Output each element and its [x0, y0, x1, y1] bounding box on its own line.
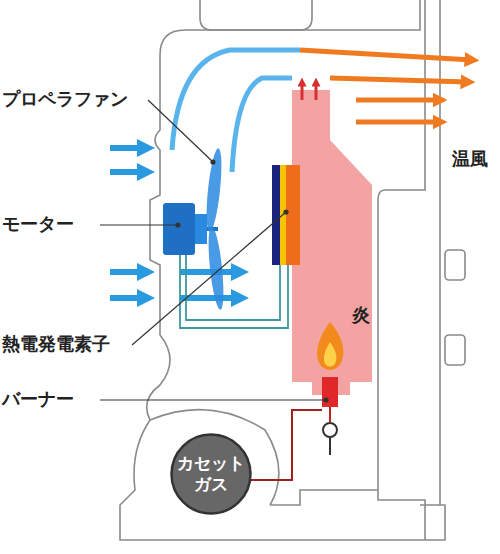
warm-air-arrow	[356, 98, 440, 103]
burner-ring	[323, 423, 337, 437]
intake-arrow	[110, 269, 146, 275]
leader-line	[148, 100, 213, 162]
leader-dot	[324, 398, 328, 402]
leader-line	[100, 224, 178, 225]
node-text-box: カセット ガス	[170, 433, 252, 515]
control-knob	[445, 335, 465, 365]
generator-wire	[186, 255, 280, 320]
flame	[317, 322, 343, 370]
hot-air-arrow	[315, 82, 318, 100]
intake-arrow	[180, 269, 240, 275]
warm-air-arrow	[300, 50, 472, 60]
generator-wire	[180, 255, 288, 328]
hot-air-chamber	[292, 90, 372, 395]
part-label: 熱電発電素子	[2, 333, 110, 355]
canister-housing	[150, 410, 279, 505]
control-knob	[445, 250, 465, 280]
propeller-blade	[206, 226, 227, 311]
burner-stem	[329, 437, 331, 455]
leader-line	[132, 212, 286, 345]
warm-air-arrow	[356, 120, 440, 125]
gas-canister: カセット ガス	[170, 433, 252, 515]
motor	[163, 203, 195, 255]
thermoelectric-hot-side	[286, 165, 300, 265]
node-text: カセット ガス	[175, 453, 247, 495]
heater-top	[200, 0, 312, 30]
part-label: プロペラファン	[2, 88, 128, 110]
flame-core	[324, 342, 336, 367]
motor-cap	[195, 214, 207, 244]
burner	[322, 377, 338, 407]
gas-line	[248, 410, 322, 480]
propeller-blade	[204, 148, 225, 233]
intake-arrow	[110, 295, 146, 301]
warm-air-arrow	[330, 78, 468, 82]
intake-arrow	[110, 145, 146, 151]
leader-dot	[176, 223, 180, 227]
part-label: モーター	[2, 213, 74, 235]
burner-pipe	[329, 407, 331, 422]
canister-circle	[172, 435, 251, 514]
part-label: 炎	[352, 304, 370, 326]
heater-base	[270, 490, 378, 505]
air-duct	[232, 78, 292, 172]
thermoelectric-cold-side	[272, 165, 280, 265]
leader-line	[100, 399, 326, 400]
leader-dot	[211, 160, 215, 164]
intake-arrow	[110, 169, 146, 175]
part-label: 温風	[452, 148, 488, 170]
hot-air-arrow	[301, 82, 304, 100]
heater-side-wall	[439, 0, 441, 505]
part-label: バーナー	[2, 388, 74, 410]
leader-dot	[284, 210, 288, 214]
